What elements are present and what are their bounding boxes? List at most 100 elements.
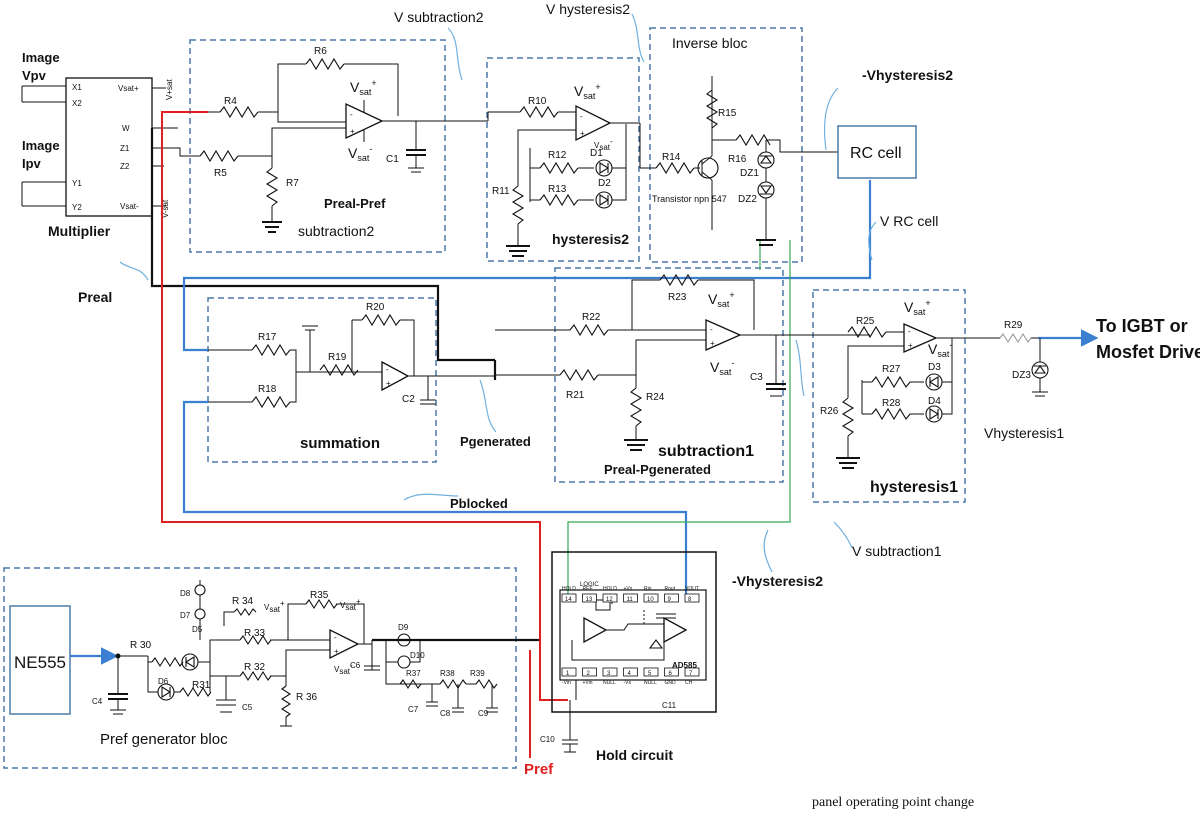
hysteresis2-label: hysteresis2 — [552, 231, 629, 247]
hysteresis1-label: hysteresis1 — [870, 479, 958, 496]
vsat-plus-1: Vsat+ — [350, 78, 377, 97]
vsat-minus-1: Vsat- — [348, 144, 372, 163]
r14-label: R14 — [662, 152, 681, 163]
dz3-label: DZ3 — [1012, 370, 1031, 381]
c4-label: C4 — [92, 697, 103, 706]
hold-pin-bottom-number: 5 — [648, 671, 652, 677]
preal-pref-label: Preal-Pref — [324, 196, 386, 211]
c6-label: C6 — [350, 661, 361, 670]
d8-label: D8 — [180, 589, 191, 598]
v-subtraction1-label: V subtraction1 — [852, 543, 942, 559]
block-inverse — [649, 27, 803, 263]
r30-label: R 30 — [130, 640, 152, 651]
r34-label: R 34 — [232, 596, 254, 607]
rc-cell-box — [837, 125, 917, 179]
logic-label: LOGIC — [580, 582, 599, 588]
hold-pin-bottom-box — [643, 667, 659, 677]
mult-pin-z1: Z1 — [120, 144, 130, 153]
c1-label: C1 — [386, 154, 399, 165]
hold-pin-bottom-number: 7 — [689, 671, 693, 677]
r7-label: R7 — [286, 178, 299, 189]
hold-pin-top-name: REF — [583, 586, 593, 592]
subtraction2-circuit: - + — [164, 57, 488, 233]
svg-text:+: + — [350, 127, 355, 136]
red-pref-wire — [161, 111, 568, 758]
image-ipv-line2: Ipv — [22, 156, 42, 171]
pgenerated-label: Pgenerated — [460, 434, 531, 449]
mult-pin-x1: X1 — [72, 83, 82, 92]
vsat-plus-3: Vsat+ — [708, 290, 735, 309]
r4-label: R4 — [224, 96, 237, 107]
vsat-minus-5: Vsat- — [334, 661, 353, 676]
vsat-minus-3: Vsat- — [710, 358, 734, 377]
hold-pin-bottom-box — [664, 667, 679, 677]
transistor-label: Transistor npn 547 — [652, 194, 727, 204]
hysteresis1-circuit: - + — [836, 323, 1049, 469]
r6-label: R6 — [314, 46, 327, 57]
block-pref-generator — [3, 567, 517, 769]
hold-pin-top-box — [684, 593, 700, 603]
hold-pin-top-box — [643, 593, 659, 603]
r39-label: R39 — [470, 669, 485, 678]
r29-label: R29 — [1004, 320, 1023, 331]
svg-text:-: - — [908, 327, 911, 336]
hold-pin-top-name: HOLD — [603, 586, 617, 592]
d4-label: D4 — [928, 396, 941, 407]
d7-label: D7 — [180, 611, 191, 620]
r13-label: R13 — [548, 184, 567, 195]
hold-pin-bottom-name: -Vin — [562, 680, 571, 686]
hold-pin-bottom-box — [561, 667, 577, 677]
r31-label: R31 — [192, 680, 211, 691]
blue-feedback-wires — [70, 180, 1099, 665]
hold-pin-bottom-name: CH — [685, 680, 693, 686]
block-hysteresis2 — [486, 57, 640, 262]
rc-cell-label: RC cell — [850, 145, 902, 162]
hold-pin-top-name: Rin — [644, 586, 652, 592]
r33-label: R 33 — [244, 628, 266, 639]
pref-generator-label: Pref generator bloc — [100, 731, 228, 748]
r21-label: R21 — [566, 390, 585, 401]
vsat-minus-4: Vsat- — [928, 340, 952, 359]
block-subtraction2 — [189, 39, 446, 253]
inverse-circuit — [655, 76, 838, 246]
r11-label: R11 — [492, 186, 510, 197]
vsat-plus-6: Vsat+ — [264, 599, 285, 614]
r12-label: R12 — [548, 150, 567, 161]
svg-text:+: + — [710, 339, 715, 348]
c10-label: C10 — [540, 735, 555, 744]
mult-pin-vsatm: Vsat- — [120, 202, 139, 211]
summation-label: summation — [300, 435, 380, 452]
svg-text:-: - — [386, 365, 389, 374]
r25-label: R25 — [856, 316, 875, 327]
hold-pin-bottom-number: 4 — [628, 671, 632, 677]
hold-pin-top-name: +Vs — [624, 586, 633, 592]
hold-pin-top-box — [623, 593, 638, 603]
c5-label: C5 — [242, 703, 253, 712]
svg-text:+: + — [334, 647, 339, 656]
hold-pin-bottom-box — [684, 667, 700, 677]
r36-label: R 36 — [296, 692, 318, 703]
hold-pin-top-box — [561, 593, 577, 603]
hold-pin-bottom-box — [602, 667, 618, 677]
dz2-label: DZ2 — [738, 194, 757, 205]
pblocked-label: Pblocked — [450, 496, 508, 511]
svg-text:-: - — [334, 633, 337, 642]
hold-pin-bottom-name: GND — [665, 680, 677, 686]
hold-pin-top-name: HOLD — [562, 586, 576, 592]
hold-pin-top-box — [602, 593, 618, 603]
preal-label: Preal — [78, 289, 112, 305]
multiplier-chip — [21, 77, 178, 217]
r18-label: R18 — [258, 384, 277, 395]
to-igbt-line1: To IGBT or — [1096, 316, 1188, 336]
mult-pin-vsatp: Vsat+ — [118, 84, 139, 93]
d5-label: D5 — [192, 625, 203, 634]
hold-pin-top-number: 9 — [668, 597, 672, 603]
subtraction2-label: subtraction2 — [298, 223, 374, 239]
image-vpv-line2: Vpv — [22, 68, 47, 83]
pref-generator-circuit: - + — [108, 580, 498, 727]
mult-pin-w: W — [122, 124, 130, 133]
dz1-label: DZ1 — [740, 168, 759, 179]
image-vpv-line1: Image — [22, 50, 60, 65]
